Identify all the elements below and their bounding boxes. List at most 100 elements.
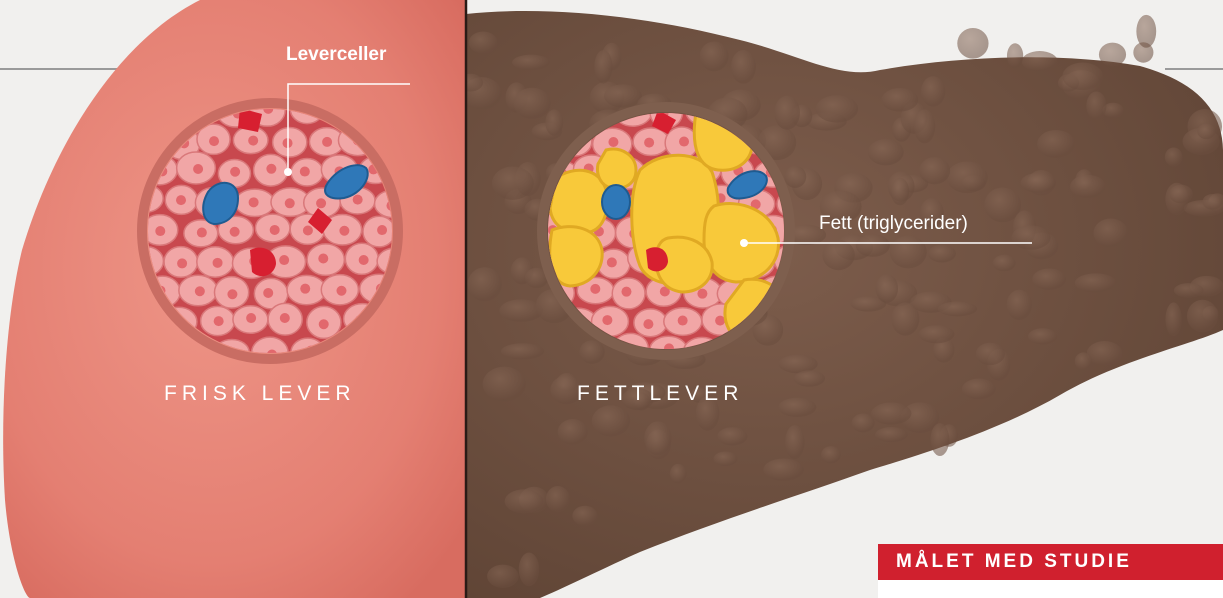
cell-nucleus	[266, 164, 276, 174]
fat-bump	[1021, 173, 1057, 193]
fat-bump	[856, 234, 890, 257]
fat-bump	[604, 84, 642, 107]
cell-nucleus	[318, 254, 328, 264]
fat-bump	[594, 50, 612, 83]
fat-bump	[1012, 225, 1051, 249]
cell-nucleus	[590, 284, 600, 294]
fat-bump	[1087, 341, 1123, 366]
hepatocyte-cell	[55, 69, 91, 95]
hepatocyte-cell	[867, 38, 900, 67]
fat-bump	[852, 414, 875, 433]
fat-bump	[714, 451, 738, 466]
fat-bump	[928, 245, 956, 263]
fat-bump	[763, 459, 803, 481]
cell-nucleus	[249, 197, 259, 207]
cell-nucleus	[842, 47, 852, 57]
fat-bump	[1075, 352, 1092, 370]
fat-bump	[644, 421, 671, 455]
fat-bump	[875, 427, 908, 442]
fat-bump	[821, 446, 841, 463]
fat-bump	[1032, 268, 1066, 290]
fat-bump	[512, 55, 550, 71]
fat-bump	[1028, 328, 1057, 344]
cell-nucleus	[322, 137, 332, 147]
fat-bump	[1197, 123, 1215, 139]
cell-nucleus	[213, 258, 223, 268]
fat-bump	[816, 95, 858, 122]
fat-bump	[778, 398, 816, 417]
healthy-liver-title: FRISK LEVER	[164, 382, 356, 406]
fat-bump	[1007, 290, 1032, 320]
fat-bump	[545, 109, 563, 135]
cell-nucleus	[316, 198, 326, 208]
fat-bump	[882, 88, 919, 112]
fat-bump	[670, 464, 687, 484]
cell-nucleus	[878, 48, 888, 58]
fat-bump	[514, 88, 551, 119]
fat-bump	[1136, 15, 1156, 48]
cell-nucleus	[359, 255, 369, 265]
cell-nucleus	[644, 138, 654, 148]
study-box: MÅLET MED STUDIE	[878, 544, 1223, 598]
fat-bump	[483, 367, 526, 402]
fat-bump	[558, 419, 588, 445]
cell-nucleus	[230, 167, 240, 177]
cell-nucleus	[248, 136, 258, 146]
fat-bump	[891, 302, 919, 335]
cell-nucleus	[177, 258, 187, 268]
cell-nucleus	[67, 76, 77, 86]
hepatocytes-label: Leverceller	[286, 44, 386, 66]
fat-bump	[919, 157, 950, 184]
fat-bump	[876, 274, 898, 303]
study-box-header: MÅLET MED STUDIE	[878, 544, 1223, 580]
cell-nucleus	[300, 167, 310, 177]
fat-bump	[890, 236, 927, 269]
fat-bump	[871, 402, 911, 424]
fat-bump	[1099, 43, 1126, 67]
cell-nucleus	[280, 313, 290, 323]
cell-nucleus	[123, 42, 133, 52]
fat-bump	[919, 325, 955, 343]
cell-nucleus	[279, 255, 289, 265]
cell-nucleus	[679, 137, 689, 147]
cell-nucleus	[602, 315, 612, 325]
fat-bump	[1187, 300, 1218, 333]
fat-bump	[1022, 51, 1058, 72]
fat-bump	[487, 565, 519, 588]
fat-bump	[931, 423, 950, 456]
fat-bump	[700, 41, 729, 71]
fat-bump	[784, 166, 806, 188]
fat-bump	[501, 343, 544, 359]
fat-bump	[1086, 91, 1106, 120]
cell-nucleus	[49, 46, 59, 56]
cell-nucleus	[303, 226, 313, 236]
cell-nucleus	[270, 225, 280, 235]
cell-nucleus	[214, 316, 224, 326]
cell-nucleus	[49, 105, 59, 115]
cell-nucleus	[697, 289, 707, 299]
cell-nucleus	[81, 49, 91, 59]
cell-nucleus	[197, 228, 207, 238]
cell-nucleus	[353, 195, 363, 205]
fat-bump	[731, 50, 756, 84]
cell-nucleus	[195, 286, 205, 296]
cell-nucleus	[607, 257, 617, 267]
fat-bump	[579, 340, 604, 364]
fat-bump	[921, 76, 945, 106]
fat-bump	[469, 32, 498, 54]
fat-bump	[546, 486, 570, 512]
fat-bump	[891, 178, 909, 206]
cell-nucleus	[336, 286, 346, 296]
cell-nucleus	[377, 225, 387, 235]
fat-bump	[976, 343, 1005, 366]
cell-nucleus	[608, 137, 618, 147]
fat-bump	[717, 427, 747, 445]
fat-bump	[1007, 43, 1023, 68]
fat-bump	[505, 489, 544, 513]
fatty-liver-title: FETTLEVER	[577, 382, 743, 406]
fat-bump	[1165, 148, 1183, 167]
fat-bump	[993, 255, 1016, 272]
cell-nucleus	[230, 227, 240, 237]
